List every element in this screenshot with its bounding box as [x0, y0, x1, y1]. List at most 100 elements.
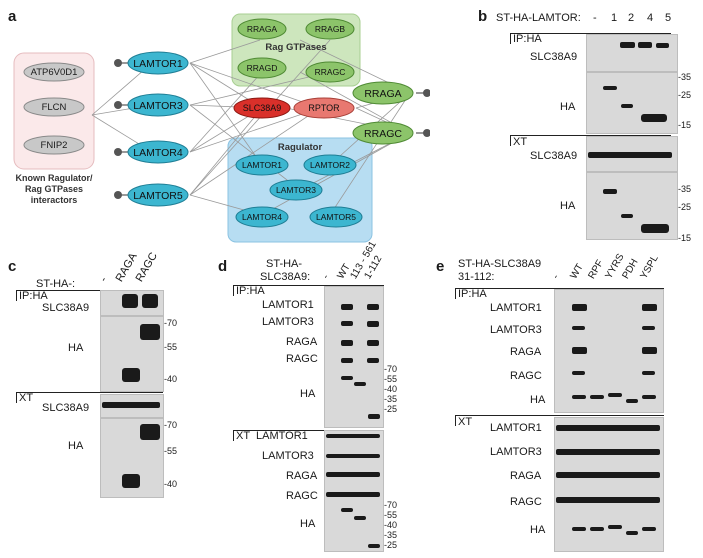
ragulator-item-2: LAMTOR3 — [276, 185, 316, 195]
panel-d-xt-row-2: RAGA — [286, 470, 318, 482]
panel-d-ip-row-0: LAMTOR1 — [262, 299, 314, 311]
panel-b-row-0: SLC38A9 — [530, 51, 578, 63]
panel-c-bands — [102, 294, 160, 488]
ragulator-item-4: LAMTOR5 — [316, 212, 356, 222]
panel-d-mw-bottom-0: -70 — [384, 500, 398, 510]
panel-e-construct-0: ST-HA-SLC38A9 — [458, 258, 542, 270]
panel-b-xt: XT — [513, 136, 528, 148]
panel-c-mw-bottom-2: -40 — [164, 479, 178, 489]
panel-b-row-1: HA — [560, 101, 576, 113]
panel-d-ip-row-1: LAMTOR3 — [262, 316, 314, 328]
known-item-0: ATP6V0D1 — [31, 67, 78, 78]
panel-c-row-2: SLC38A9 — [42, 402, 90, 414]
panel-d-ip: IP:HA — [236, 285, 265, 297]
panel-b-lane-3: 4 — [647, 12, 654, 24]
panel-c-lane-0: - — [97, 274, 110, 284]
panel-b-lane-1: 1 — [611, 12, 618, 24]
panel-d-mw-bottom-2: -40 — [384, 520, 398, 530]
panel-e-ip-row-4: HA — [530, 394, 546, 406]
panel-e-ip-row-0: LAMTOR1 — [490, 302, 542, 314]
panel-d-xt-row-1: LAMTOR3 — [262, 450, 314, 462]
panel-b-mw-top-2: -15 — [678, 120, 692, 130]
lamtor-left-2: LAMTOR4 — [133, 147, 183, 159]
panel-d-mw-bottom-1: -55 — [384, 510, 398, 520]
ragulator-item-1: LAMTOR2 — [310, 160, 350, 170]
panel-e-lane-0: - — [550, 272, 562, 281]
panel-c-row-1: HA — [68, 342, 84, 354]
ragulator-title: Ragulator — [278, 142, 323, 153]
panel-d-ip-row-3: RAGC — [286, 353, 318, 365]
panel-e-construct-1: 31-112: — [458, 271, 495, 283]
panel-e-xt-row-0: LAMTOR1 — [490, 422, 542, 434]
panel-b-mw-bottom-1: -25 — [678, 202, 692, 212]
panel-d-mw-top-0: -70 — [384, 364, 398, 374]
center-rptor: RPTOR — [308, 103, 340, 113]
panel-d-ip-row-2: RAGA — [286, 336, 318, 348]
center-slc38a9: SLC38A9 — [243, 103, 282, 113]
panel-d-mw-bottom-4: -25 — [384, 540, 398, 550]
panel-d-xt: XT — [236, 430, 251, 442]
panel-c-xt: XT — [19, 392, 34, 404]
known-caption-1: Rag GTPases — [25, 184, 83, 194]
panel-d-xt-row-4: HA — [300, 518, 316, 530]
panel-e-lane-5: YSPL — [638, 253, 661, 281]
panel-d-blot-xt — [324, 430, 384, 552]
lamtor-left-0: LAMTOR1 — [133, 58, 183, 70]
panel-c-mw-bottom-1: -55 — [164, 446, 178, 456]
panel-d-lane-0: - — [320, 272, 332, 281]
panel-e-xt-row-3: RAGC — [510, 496, 542, 508]
known-item-2: FNIP2 — [41, 140, 68, 151]
panel-e-ip-row-2: RAGA — [510, 346, 542, 358]
panel-d-mw-bottom-3: -35 — [384, 530, 398, 540]
known-caption-0: Known Ragulator/ — [16, 173, 93, 183]
panel-b-row-3: HA — [560, 200, 576, 212]
panel-b-construct: ST-HA-LAMTOR: — [496, 12, 581, 24]
panel-d-mw-top-4: -25 — [384, 404, 398, 414]
panel-e-bands — [556, 304, 660, 535]
ragulator-item-0: LAMTOR1 — [242, 160, 282, 170]
panel-e-xt-row-1: LAMTOR3 — [490, 446, 542, 458]
panel-b-ip: IP:HA — [513, 33, 542, 45]
panel-d-mw-top-3: -35 — [384, 394, 398, 404]
panel-c-mw-top-1: -55 — [164, 342, 178, 352]
panel-e-ip: IP:HA — [458, 288, 487, 300]
panel-a-letter: a — [8, 8, 17, 25]
panel-b-row-2: SLC38A9 — [530, 150, 578, 162]
panel-b-mw-bottom-0: -35 — [678, 184, 692, 194]
panel-e-lane-2: RPF — [586, 258, 606, 281]
panel-c-construct: ST-HA-: — [36, 278, 76, 290]
panel-b-mw-bottom-2: -15 — [678, 233, 692, 243]
panel-d-mw-top-2: -40 — [384, 384, 398, 394]
known-caption-2: interactors — [31, 195, 78, 205]
right-rraga: RRAGA — [364, 88, 401, 100]
panel-d-xt-row-3: RAGC — [286, 490, 318, 502]
panel-d-letter: d — [218, 258, 228, 275]
panel-b-bands — [588, 42, 672, 233]
panel-c-ip: IP:HA — [19, 290, 48, 302]
panel-d-ip-row-4: HA — [300, 388, 316, 400]
panel-e-letter: e — [436, 258, 445, 275]
panel-b-mw-top-1: -25 — [678, 90, 692, 100]
panel-c-mw-top-0: -70 — [164, 318, 178, 328]
known-item-1: FLCN — [42, 102, 67, 113]
rag-box-title: Rag GTPases — [265, 42, 326, 53]
rag-item-2: RRAGD — [247, 63, 278, 73]
panel-e-ip-row-3: RAGC — [510, 370, 542, 382]
panel-b-letter: b — [478, 8, 488, 25]
panel-d-construct-1: SLC38A9: — [260, 271, 311, 283]
panel-b-lane-0: - — [593, 12, 597, 24]
panel-d-xt-row-0: LAMTOR1 — [256, 430, 308, 442]
lamtor-left-3: LAMTOR5 — [133, 190, 183, 202]
panel-e-xt-row-2: RAGA — [510, 470, 542, 482]
lamtor-left-1: LAMTOR3 — [133, 100, 183, 112]
panel-c-row-3: HA — [68, 440, 84, 452]
rag-item-3: RRAGC — [315, 67, 346, 77]
rag-item-1: RRAGB — [315, 24, 346, 34]
panel-b-blot-1 — [586, 34, 678, 72]
interaction-network: ATP6V0D1 FLCN FNIP2 Known Ragulator/ Rag… — [13, 13, 430, 243]
ragulator-item-3: LAMTOR4 — [242, 212, 282, 222]
panel-e-ip-row-1: LAMTOR3 — [490, 324, 542, 336]
panel-c-letter: c — [8, 258, 17, 275]
panel-c-mw-top-2: -40 — [164, 374, 178, 384]
panel-e-xt: XT — [458, 416, 473, 428]
